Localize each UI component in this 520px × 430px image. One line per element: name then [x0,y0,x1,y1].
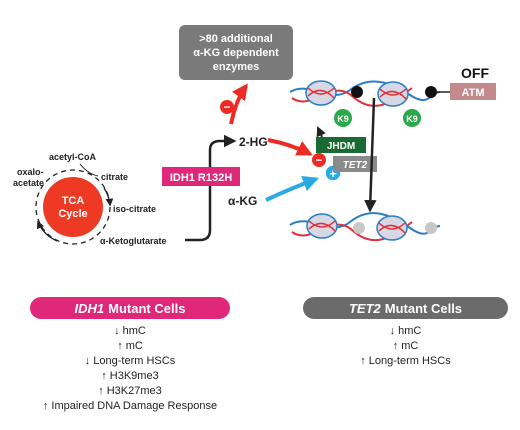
chromatin-top [289,80,450,107]
tet2-box [333,156,377,172]
arrow-down-icon: ↓ [114,325,120,337]
enzymes-label-line1: >80 additional [199,33,273,45]
k9-marker-icon [403,109,421,127]
unmethylated-mark-icon [353,222,365,234]
tca-cycle-circle [43,177,103,237]
effect-text: H3K9me3 [109,370,159,382]
alpha-ketoglutarate-label: α-Ketoglutarate [100,236,167,246]
effect-item: ↑Long-term HSCs [303,354,508,369]
jhdm-label: JHDM [327,141,355,152]
effect-text: Long-term HSCs [93,355,176,367]
arrow-down-icon: ↓ [389,325,396,337]
atm-gene-box [450,83,496,100]
acetyl-coa-arrow [79,163,99,177]
idh1-mutation-badge [162,167,240,186]
effect-text: hmC [122,325,146,337]
nucleosome-icon [306,213,338,239]
effect-text: H3K27me3 [106,385,162,397]
effect-item: ↑H3K9me3 [30,369,230,384]
enzymes-label-line3: enzymes [213,61,259,73]
arrow-up-icon: ↑ [360,355,366,367]
demethylation-arrow [316,126,326,138]
k9-marker-icon [334,109,352,127]
nucleosome-icon [305,80,337,106]
isocitrate-label: iso-citrate [113,204,156,214]
effect-item: ↑H3K27me3 [30,384,230,399]
methyl-mark-icon [425,86,437,98]
arrow-up-icon: ↑ [42,400,49,412]
pathway-diagram: TCA Cycle acetyl-CoA citrate oxalo- acet… [13,25,496,246]
chromatin-transition-arrow [364,97,377,213]
activation-arrow [265,176,319,202]
plus-sign: + [329,166,337,181]
unmethylated-mark-icon [425,222,437,234]
effect-text: mC [125,340,143,352]
idh1-panel-title: Mutant Cells [108,300,186,316]
minus-sign: − [223,100,230,114]
effect-text: Long-term HSCs [368,355,451,367]
acetyl-coa-label: acetyl-CoA [49,152,97,162]
tet2-panel-header: TET2 Mutant Cells [303,297,508,319]
k9-label: K9 [406,114,418,124]
tet2-label: TET2 [343,160,368,171]
idh1-panel-gene: IDH1 [74,300,105,316]
minus-sign: − [315,153,322,167]
nucleosome-icon [376,215,408,241]
tet2-panel-title: Mutant Cells [384,300,463,316]
effect-text: hmC [398,325,422,337]
conversion-arrow [185,134,237,242]
chromatin-bottom [289,212,441,241]
cycle-arrow-icon [103,187,114,207]
methyl-mark-icon [351,86,363,98]
atm-label: ATM [461,87,484,99]
idh1-effects-list: ↓hmC↑mC↓Long-term HSCs↑H3K9me3↑H3K27me3↑… [30,324,230,414]
inhibition-arrow-enzymes [229,83,248,125]
idh1-panel-header: IDH1 Mutant Cells [30,297,230,319]
arrow-up-icon: ↑ [98,385,104,397]
enzymes-box [179,25,293,80]
effect-item: ↑Impaired DNA Damage Response [30,399,230,414]
oxaloacetate-label-line2: acetate [13,178,44,188]
jhdm-box [316,137,366,153]
tca-cycle: TCA Cycle acetyl-CoA citrate oxalo- acet… [13,152,167,246]
cycle-arrow-icon [36,220,58,242]
effect-item: ↑mC [303,339,508,354]
effect-text: Impaired DNA Damage Response [51,400,218,412]
alpha-kg-label: α-KG [228,194,257,208]
tet2-effects-list: ↓hmC↑mC↑Long-term HSCs [303,324,508,369]
tet2-panel-gene: TET2 [348,300,381,316]
arrow-up-icon: ↑ [117,340,123,352]
effect-item: ↓hmC [303,324,508,339]
tca-cycle-ring [35,169,111,245]
tca-title-line1: TCA [62,195,85,207]
nucleosome-icon [377,81,409,107]
citrate-label: citrate [101,172,128,182]
effect-item: ↑mC [30,339,230,354]
effect-item: ↓Long-term HSCs [30,354,230,369]
oxaloacetate-label-line1: oxalo- [17,167,44,177]
minus-icon [312,153,326,167]
tca-title-line2: Cycle [58,208,87,220]
arrow-down-icon: ↓ [84,355,91,367]
arrow-up-icon: ↑ [101,370,107,382]
k9-label: K9 [337,114,349,124]
effect-text: mC [401,340,419,352]
minus-icon [220,100,234,114]
enzymes-label-line2: α-KG dependent [193,47,279,59]
arrow-up-icon: ↑ [392,340,399,352]
two-hg-label: 2-HG [239,135,268,149]
off-label: OFF [461,65,489,81]
inhibition-arrow-jhdm [267,138,313,156]
idh1-mutation-label: IDH1 R132H [170,172,232,184]
effect-item: ↓hmC [30,324,230,339]
